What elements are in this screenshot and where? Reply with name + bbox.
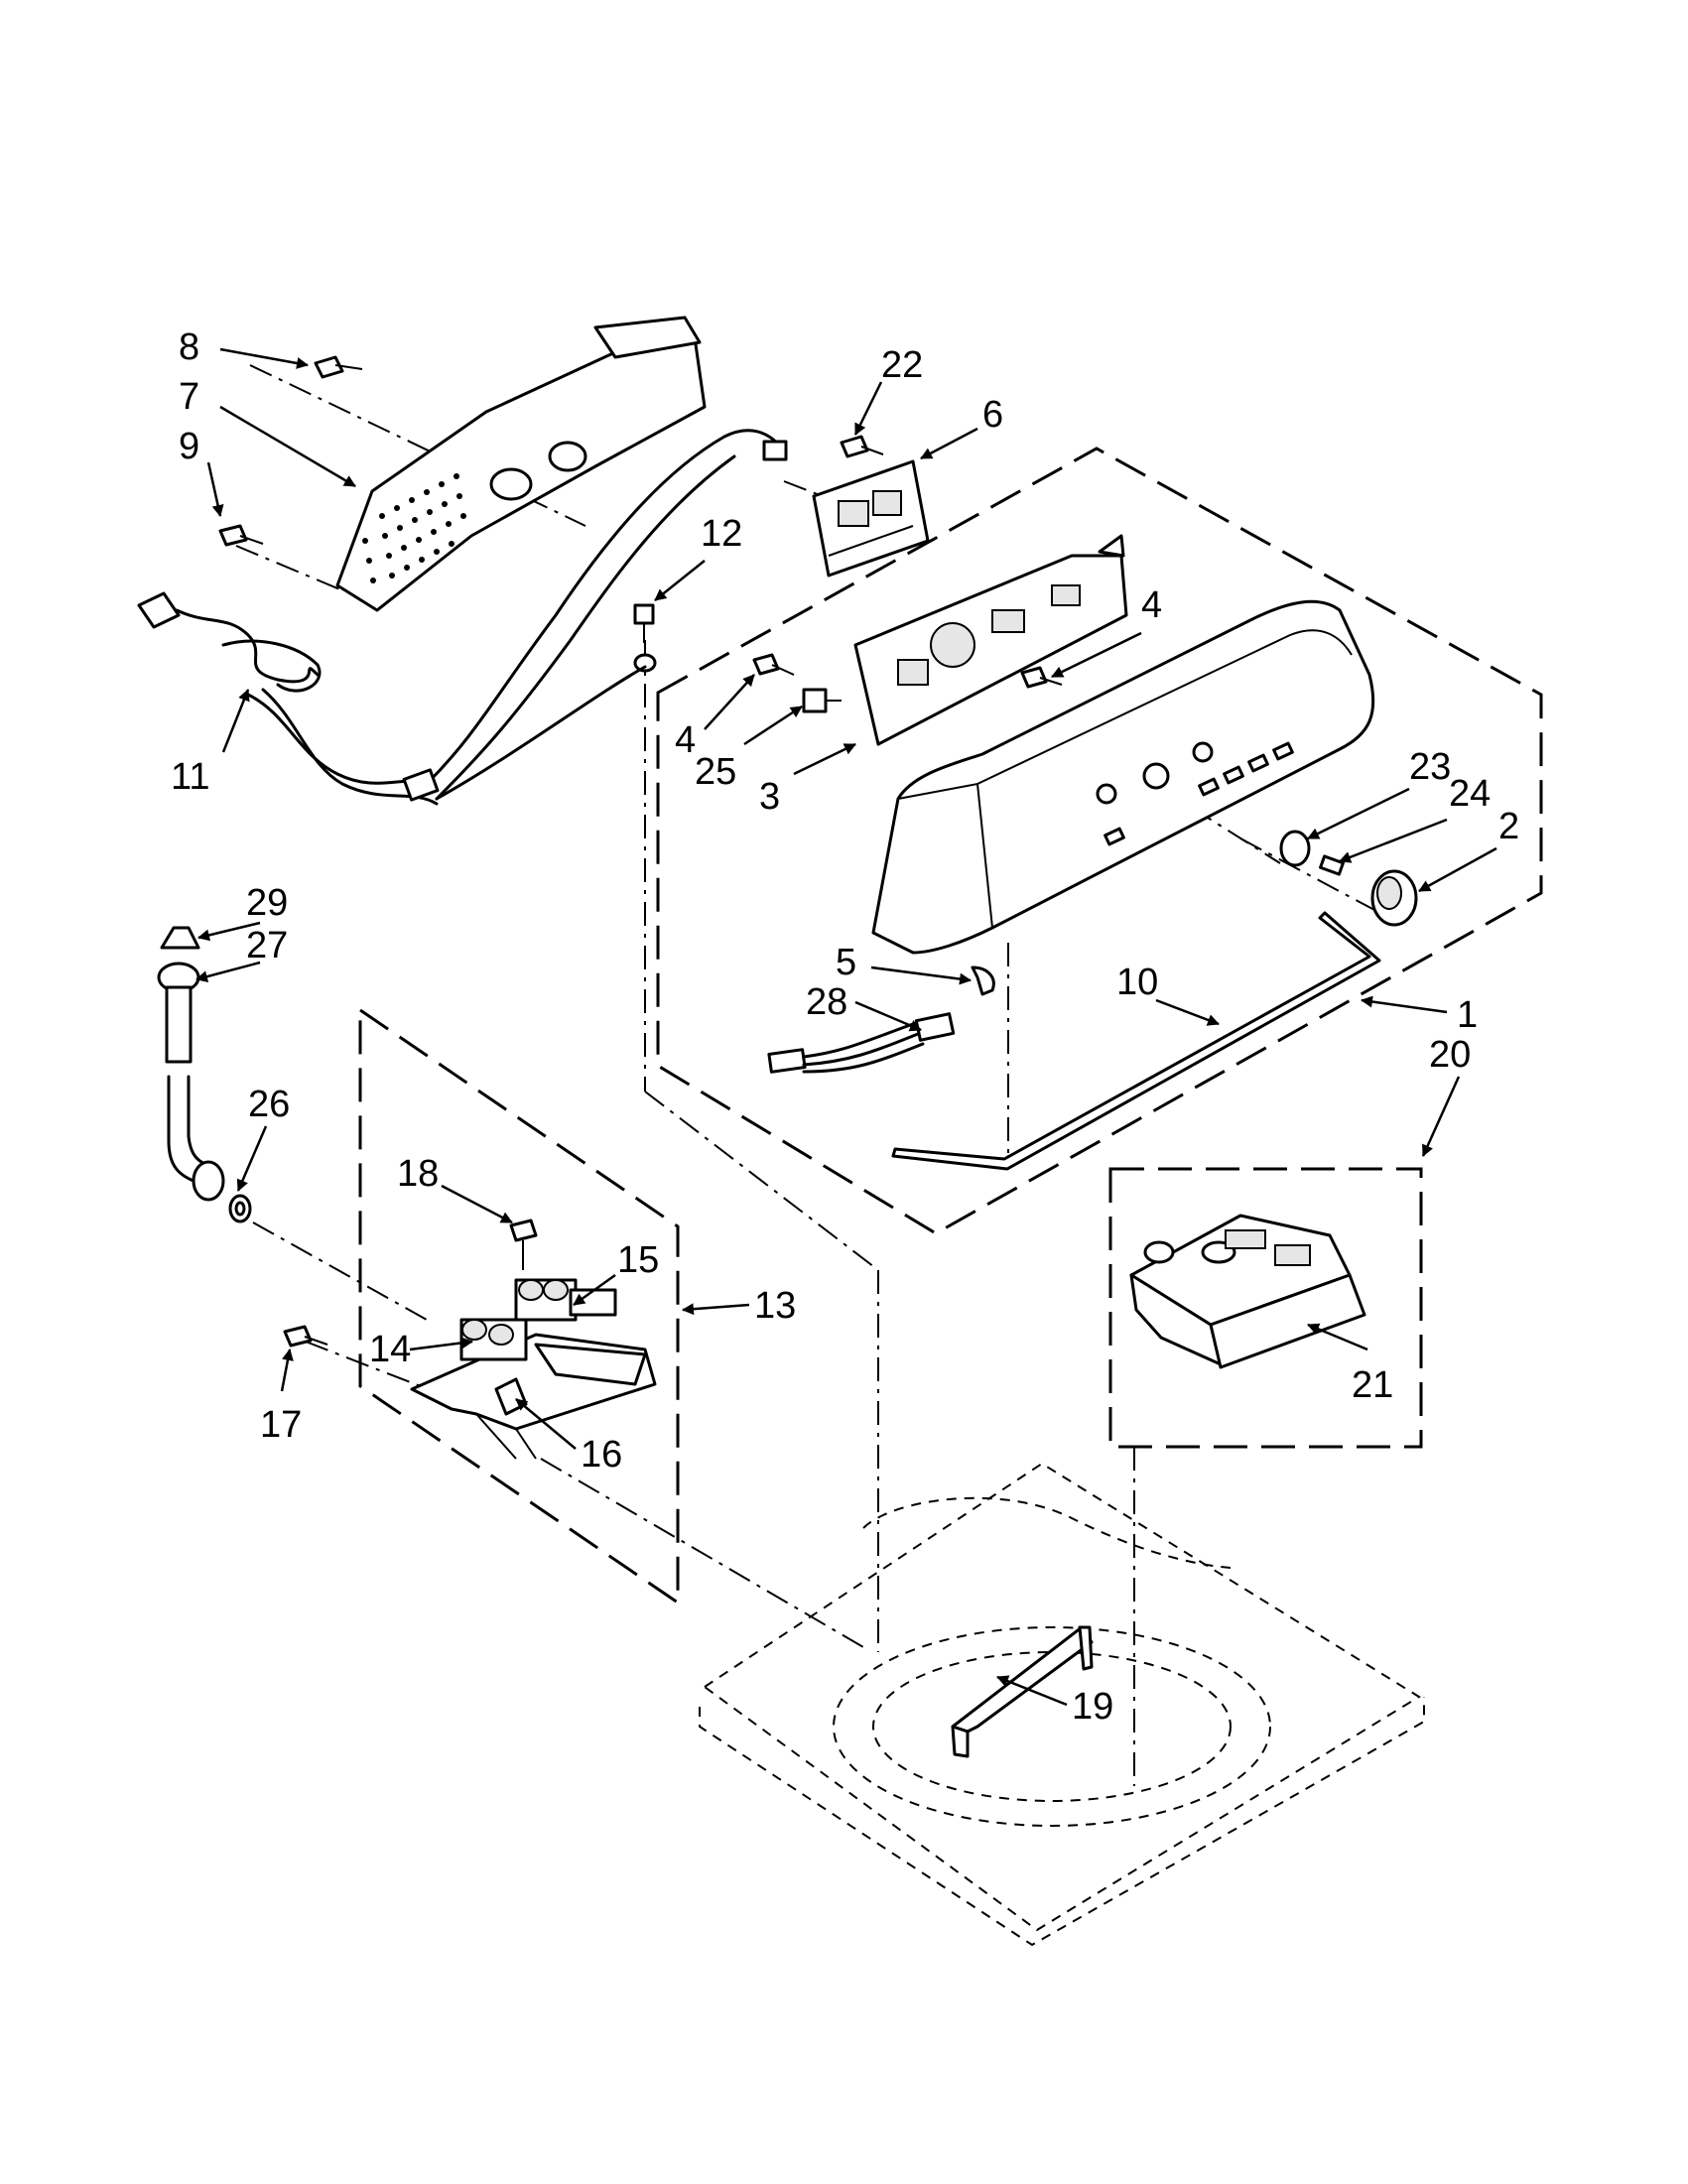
- screw-part-4-right: [1020, 666, 1063, 689]
- screw-part-17: [283, 1325, 328, 1348]
- inlet-hose-part-27: [157, 962, 225, 1202]
- callout-22: 22: [881, 344, 923, 386]
- callout-4-right: 4: [1141, 584, 1162, 626]
- callout-27: 27: [246, 925, 288, 966]
- callout-23: 23: [1409, 746, 1451, 788]
- screw-part-8: [314, 355, 363, 379]
- callout-11: 11: [171, 756, 209, 798]
- leader-lines: [195, 347, 1497, 1707]
- callout-20: 20: [1429, 1034, 1471, 1076]
- spring-part-24: [1319, 854, 1345, 876]
- screw-part-22: [840, 435, 884, 458]
- knob-part-2: [1370, 869, 1418, 927]
- console-assembly-boundary: [656, 447, 1543, 1235]
- callout-12: 12: [701, 513, 742, 555]
- trim-strip-part-10: [891, 911, 1381, 1171]
- callout-6: 6: [982, 394, 1003, 436]
- callout-16: 16: [581, 1434, 622, 1476]
- water-valve-part-15: [514, 1278, 617, 1322]
- encoder-part-25: [802, 688, 842, 713]
- callout-2: 2: [1498, 806, 1519, 847]
- callout-24: 24: [1449, 773, 1491, 815]
- callout-17: 17: [260, 1404, 302, 1446]
- screw-part-9: [218, 524, 264, 547]
- console-housing: [871, 599, 1375, 955]
- washer-part-26: [228, 1194, 252, 1223]
- callout-15: 15: [617, 1239, 659, 1281]
- callout-4-left: 4: [675, 719, 696, 761]
- power-cord-part-11: [137, 429, 788, 806]
- callout-9: 9: [179, 426, 199, 467]
- support-bracket-part-19: [951, 1625, 1094, 1758]
- knob-bushing-part-23: [1279, 830, 1311, 867]
- callout-1: 1: [1457, 994, 1478, 1036]
- screw-part-4-left: [752, 653, 795, 676]
- callout-25: 25: [695, 751, 736, 793]
- callout-26: 26: [248, 1084, 290, 1125]
- callout-13: 13: [754, 1285, 796, 1327]
- dispenser-assembly-boundary: [1108, 1167, 1423, 1449]
- screen-part-29: [160, 926, 200, 950]
- callout-28: 28: [806, 981, 847, 1023]
- clip-part-5: [971, 965, 995, 996]
- callout-14: 14: [369, 1329, 411, 1370]
- valve-bracket-part-13: [410, 1333, 657, 1460]
- callout-10: 10: [1116, 962, 1158, 1003]
- screw-part-18: [509, 1219, 538, 1270]
- ground-screw-part-12: [633, 603, 657, 673]
- callout-29: 29: [246, 882, 288, 924]
- callout-5: 5: [836, 942, 856, 983]
- water-valve-assembly-boundary: [358, 1007, 680, 1606]
- callout-18: 18: [397, 1153, 439, 1195]
- rear-panel-part-7: [335, 316, 707, 612]
- callout-8: 8: [179, 326, 199, 368]
- callout-labels: 8 7 9 11 12 22 6 4 4 25 3 23 24 2 5 10 1…: [171, 326, 1519, 1728]
- callout-21: 21: [1352, 1364, 1393, 1406]
- washer-top-outline: [699, 1462, 1425, 1947]
- dispenser-part-21: [1129, 1214, 1366, 1369]
- wire-harness-part-28: [767, 1012, 956, 1074]
- water-valve-part-14: [459, 1318, 528, 1361]
- callout-19: 19: [1072, 1686, 1113, 1728]
- callout-3: 3: [759, 776, 780, 818]
- control-board-part-6: [812, 459, 930, 578]
- user-interface-part-3: [853, 534, 1128, 746]
- callout-7: 7: [179, 376, 199, 418]
